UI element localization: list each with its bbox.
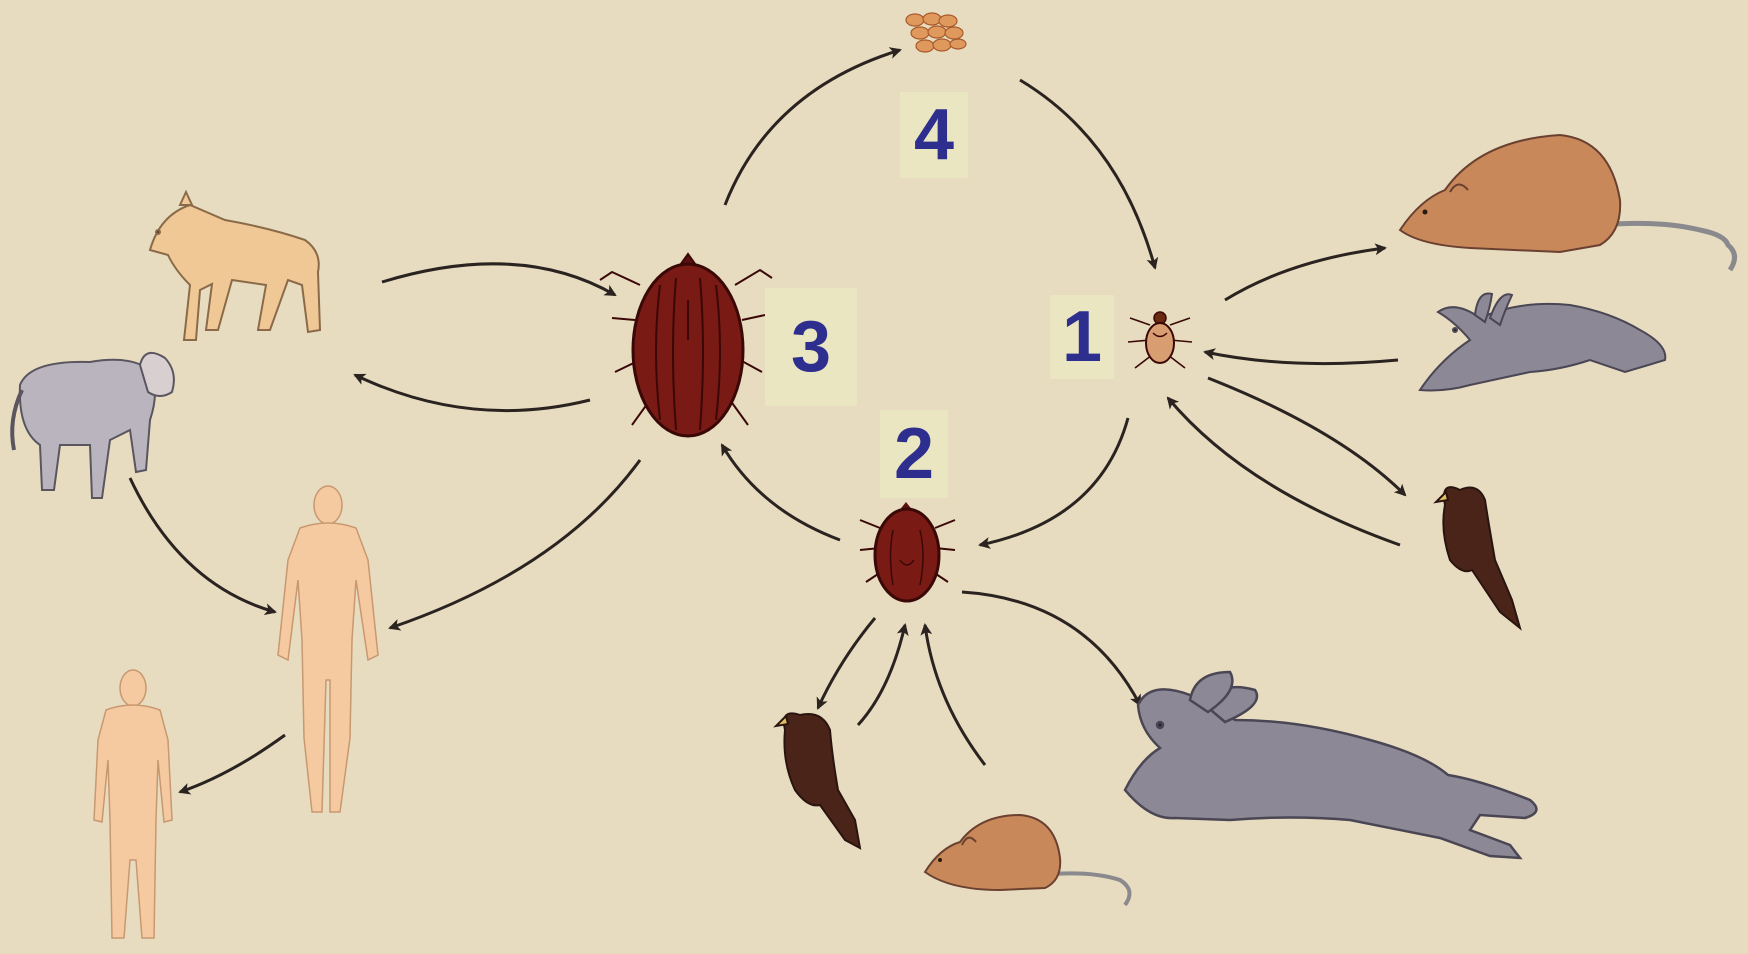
bird-icon-right <box>1436 487 1520 628</box>
rat-icon-small <box>925 815 1129 905</box>
arrow-adult-to-human <box>390 460 640 628</box>
tick-larva-icon <box>1128 312 1192 368</box>
stage-label-nymph: 2 <box>880 410 948 498</box>
arrow-nymph-to-adult <box>722 445 840 540</box>
arrow-adult-to-sheep <box>355 375 590 411</box>
human-child-icon <box>94 670 172 938</box>
tick-adult-icon <box>600 254 772 436</box>
arrow-rabbit-to-larva <box>1205 352 1398 364</box>
stage-label-adult: 3 <box>765 288 857 406</box>
human-adult-icon <box>278 486 378 812</box>
arrow-larva-to-nymph <box>980 418 1128 545</box>
arrow-nymph-to-bird <box>818 618 875 708</box>
rabbit-icon-large <box>1125 672 1536 858</box>
sheep-icon <box>12 353 174 498</box>
stage-label-larva: 1 <box>1050 295 1114 379</box>
arrow-adult-to-eggs <box>725 50 900 205</box>
arrow-larva-to-rat <box>1225 248 1385 300</box>
stage-label-eggs: 4 <box>900 92 968 178</box>
arrow-larva-to-bird <box>1208 378 1405 495</box>
arrow-bird-to-larva <box>1168 398 1400 545</box>
arrow-rat-to-nymph <box>925 625 985 765</box>
rabbit-icon-small <box>1420 293 1665 390</box>
rat-icon <box>1400 135 1735 270</box>
egg-cluster-icon <box>906 13 966 52</box>
calf-icon <box>150 192 320 340</box>
bird-icon-bottom <box>776 713 860 848</box>
arrow-nymph-to-rabbit <box>962 592 1140 705</box>
arrow-eggs-to-larva <box>1020 80 1155 268</box>
arrow-human-to-child <box>180 735 285 792</box>
arrow-sheep-to-human <box>130 478 275 612</box>
arrow-bird-to-nymph <box>858 625 905 725</box>
arrow-calf-to-adult <box>382 264 615 295</box>
tick-nymph-icon <box>860 502 955 601</box>
